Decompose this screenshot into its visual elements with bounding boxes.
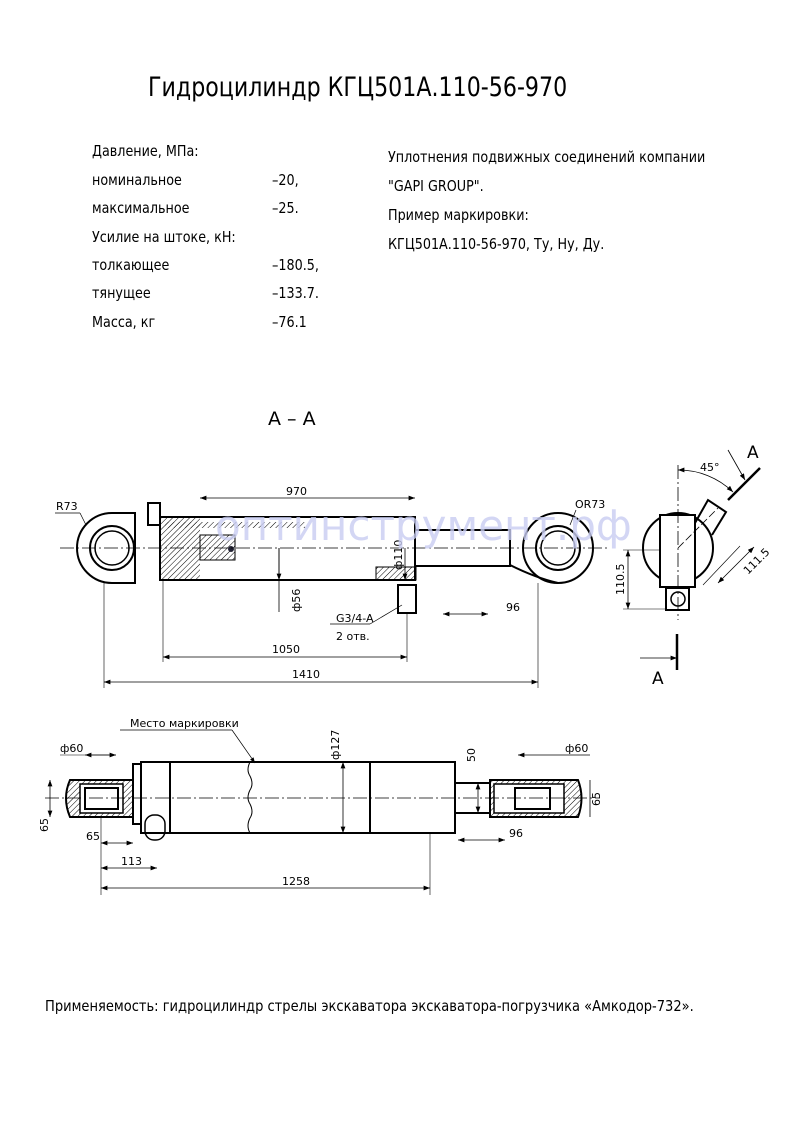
side-view: 45° 111.5 110.5 А А xyxy=(614,443,772,689)
spec-label: толкающее xyxy=(92,256,170,274)
drawing-title: Гидроцилиндр КГЦ501А.110-56-970 xyxy=(148,72,568,103)
grease-fitting xyxy=(144,814,166,841)
note-line: КГЦ501А.110-56-970, Ту, Ну, Ду. xyxy=(388,235,605,253)
spec-label: Усилие на штоке, кН: xyxy=(92,228,236,246)
dim-line-port-offset xyxy=(717,546,755,584)
spec-label: Давление, МПа: xyxy=(92,142,199,160)
section-cut-line xyxy=(727,467,761,501)
dim-r-right: OR73 xyxy=(575,498,605,511)
port-axis-line xyxy=(677,507,719,549)
cylinder-body xyxy=(140,761,456,834)
section-mark-top: А xyxy=(747,443,759,463)
dim-height: 110.5 xyxy=(614,564,627,596)
left-eye xyxy=(76,512,136,584)
side-port-fitting xyxy=(665,587,690,611)
dim-port-offset: 111.5 xyxy=(741,546,772,577)
section-mark-bottom: А xyxy=(652,669,664,689)
side-port xyxy=(694,498,728,536)
section-label: А – А xyxy=(268,408,316,430)
section-arrow xyxy=(727,449,746,481)
dim-length: 1258 xyxy=(282,875,310,888)
dim-eye-dia-left: ф60 xyxy=(60,742,83,755)
dim-eye-dia-right: ф60 xyxy=(565,742,588,755)
spec-label: Масса, кг xyxy=(92,313,156,331)
note-line: Пример маркировки: xyxy=(388,206,529,224)
port-thread: G3/4-A xyxy=(336,612,374,625)
head-section-hatch xyxy=(160,517,200,580)
note-line: Уплотнения подвижных соединений компании xyxy=(388,148,706,166)
right-eye-bore xyxy=(514,787,551,810)
spec-value: –25. xyxy=(272,199,299,217)
dim-rod-dia: ф110 xyxy=(392,540,405,570)
top-view: 970 R73 OR73 ф110 ф56 G3/4-A 2 отв. 96 1… xyxy=(55,485,632,688)
grease-fitting xyxy=(147,502,161,526)
dim-eye-offset: 96 xyxy=(509,827,523,840)
leader-line-port xyxy=(369,604,403,625)
port-count: 2 отв. xyxy=(336,630,370,643)
spec-value: –180.5, xyxy=(272,256,319,274)
spec-value: –76.1 xyxy=(272,313,307,331)
spec-value: –20, xyxy=(272,171,299,189)
cylinder-head-flange xyxy=(132,763,142,825)
spec-value: –133.7. xyxy=(272,284,319,302)
marking-place-label: Место маркировки xyxy=(130,717,239,730)
port-fitting xyxy=(397,584,417,614)
spec-label: максимальное xyxy=(92,199,190,217)
leader-line-radius xyxy=(79,512,87,526)
spec-label: номинальное xyxy=(92,171,182,189)
dim-closed-length: 1410 xyxy=(292,668,320,681)
left-eye-bore xyxy=(84,787,119,810)
dim-stroke: 970 xyxy=(286,485,307,498)
watermark: оптинструмент.рф xyxy=(215,501,632,550)
side-body-flats xyxy=(659,514,696,588)
dim-arc-angle xyxy=(677,467,734,493)
dim-offset-113: 113 xyxy=(121,855,142,868)
dim-body-dia: ф127 xyxy=(329,730,342,760)
dim-eye-width-right: 65 xyxy=(590,792,603,806)
dim-eye-width-left: 65 xyxy=(38,818,51,832)
spec-label: тянущее xyxy=(92,284,151,302)
applicability-note: Применяемость: гидроцилиндр стрелы экска… xyxy=(45,997,694,1015)
dim-angle: 45° xyxy=(700,461,720,474)
dim-offset-65: 65 xyxy=(86,830,100,843)
dim-closed-body: 1050 xyxy=(272,643,300,656)
dim-bore-dia: ф56 xyxy=(290,589,303,612)
break-line xyxy=(247,761,253,834)
dim-eye-offset: 96 xyxy=(506,601,520,614)
wall-section-hatch xyxy=(165,522,305,528)
piston-nut xyxy=(228,546,234,552)
dim-r-left: R73 xyxy=(56,500,78,513)
leader-line-marking xyxy=(231,729,256,764)
note-line: "GAPI GROUP". xyxy=(388,177,484,195)
dim-rod-width: 50 xyxy=(465,748,478,762)
leader-line-radius xyxy=(569,509,577,526)
bottom-view: Место маркировки ф60 ф60 ф127 50 65 65 6… xyxy=(38,717,603,895)
